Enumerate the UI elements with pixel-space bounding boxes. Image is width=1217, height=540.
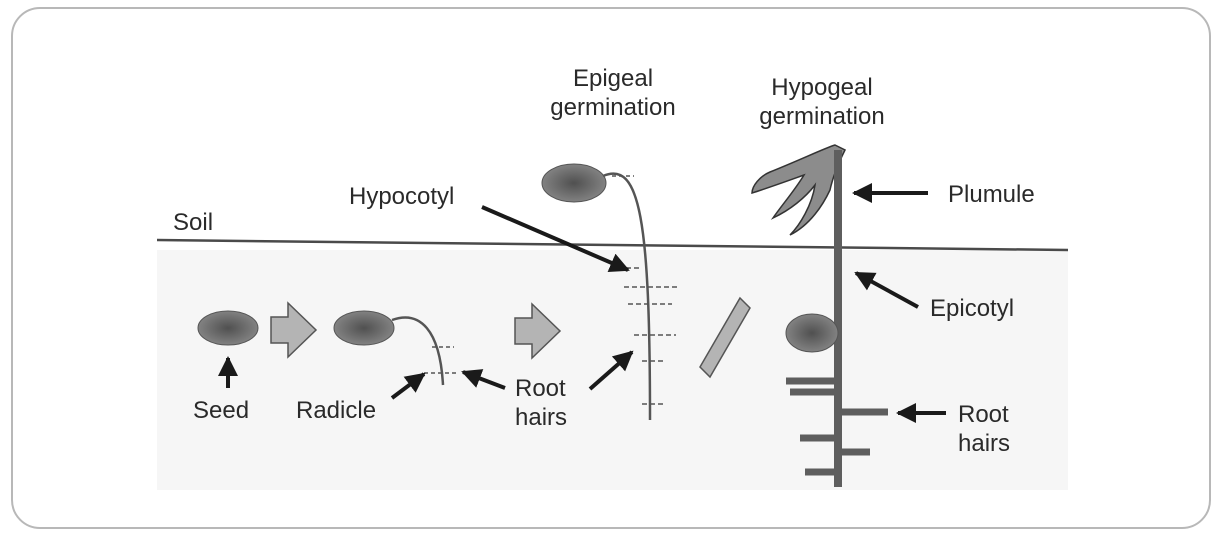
- hypogeal-seed: [786, 314, 838, 352]
- root-hairs-hypogeal-line2: hairs: [958, 429, 1010, 458]
- root-hairs-early-line1: Root: [515, 374, 567, 403]
- seed-with-radicle: [334, 311, 394, 345]
- plumule-label: Plumule: [948, 180, 1035, 209]
- epigeal-label-line2: germination: [538, 93, 688, 122]
- epigeal-label-line1: Epigeal: [538, 64, 688, 93]
- epigeal-germination-label: Epigeal germination: [538, 64, 688, 122]
- seed-label: Seed: [193, 396, 249, 425]
- epigeal-seed: [542, 164, 606, 202]
- root-hairs-early-line2: hairs: [515, 403, 567, 432]
- hypocotyl-label: Hypocotyl: [349, 182, 454, 211]
- epicotyl-label: Epicotyl: [930, 294, 1014, 323]
- soil-label: Soil: [173, 208, 213, 237]
- root-hairs-hypogeal-line1: Root: [958, 400, 1010, 429]
- hypogeal-label-line1: Hypogeal: [742, 73, 902, 102]
- seed-shape: [198, 311, 258, 345]
- hypogeal-label-line2: germination: [742, 102, 902, 131]
- radicle-label: Radicle: [296, 396, 376, 425]
- root-hairs-label-early: Root hairs: [515, 374, 567, 432]
- hypogeal-germination-label: Hypogeal germination: [742, 73, 902, 131]
- root-hairs-label-hypogeal: Root hairs: [958, 400, 1010, 458]
